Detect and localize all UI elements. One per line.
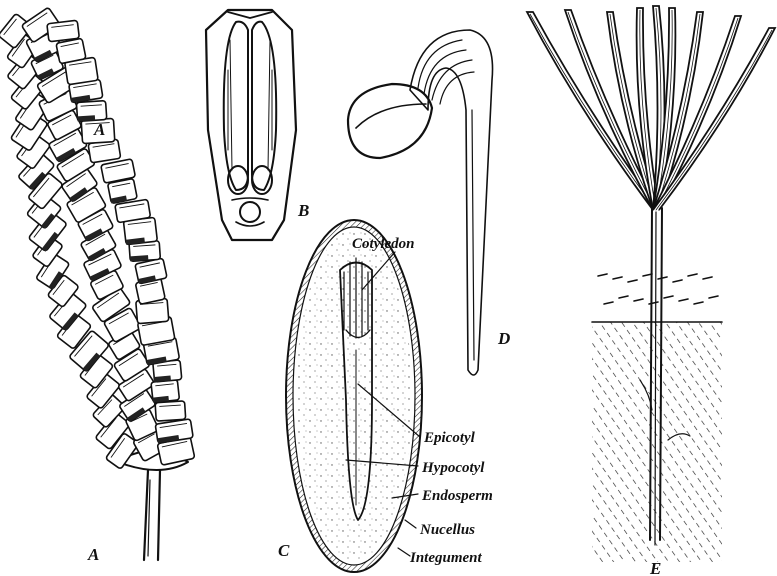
panel-label-c: C xyxy=(278,541,290,560)
cone-scale xyxy=(151,379,180,402)
cone-scales xyxy=(0,7,195,469)
cone-scale xyxy=(47,20,80,42)
panel-c-seed-section xyxy=(286,220,422,572)
cotyledon-needles xyxy=(527,6,775,210)
cone-scale xyxy=(135,258,167,284)
panel-e-seedling xyxy=(527,6,775,562)
panel-label-a-bottom: A xyxy=(87,545,99,564)
cone-scale xyxy=(56,38,86,64)
panel-label-a: A xyxy=(93,120,105,139)
panel-label-e: E xyxy=(649,559,661,576)
label-endosperm: Endosperm xyxy=(421,488,493,504)
cone-scale xyxy=(155,401,186,421)
panel-b-scale xyxy=(206,10,296,240)
soil-surface-dashes xyxy=(598,274,718,304)
cone-scale xyxy=(76,101,106,122)
label-integument: Integument xyxy=(409,550,483,566)
panel-label-d: D xyxy=(497,329,510,348)
label-hypocotyl: Hypocotyl xyxy=(421,460,485,476)
label-nucellus: Nucellus xyxy=(419,522,475,538)
panel-label-b: B xyxy=(297,201,309,220)
label-cotyledon: Cotyledon xyxy=(352,236,415,252)
panel-a-cone xyxy=(0,7,195,560)
label-epicotyl: Epicotyl xyxy=(423,430,476,446)
